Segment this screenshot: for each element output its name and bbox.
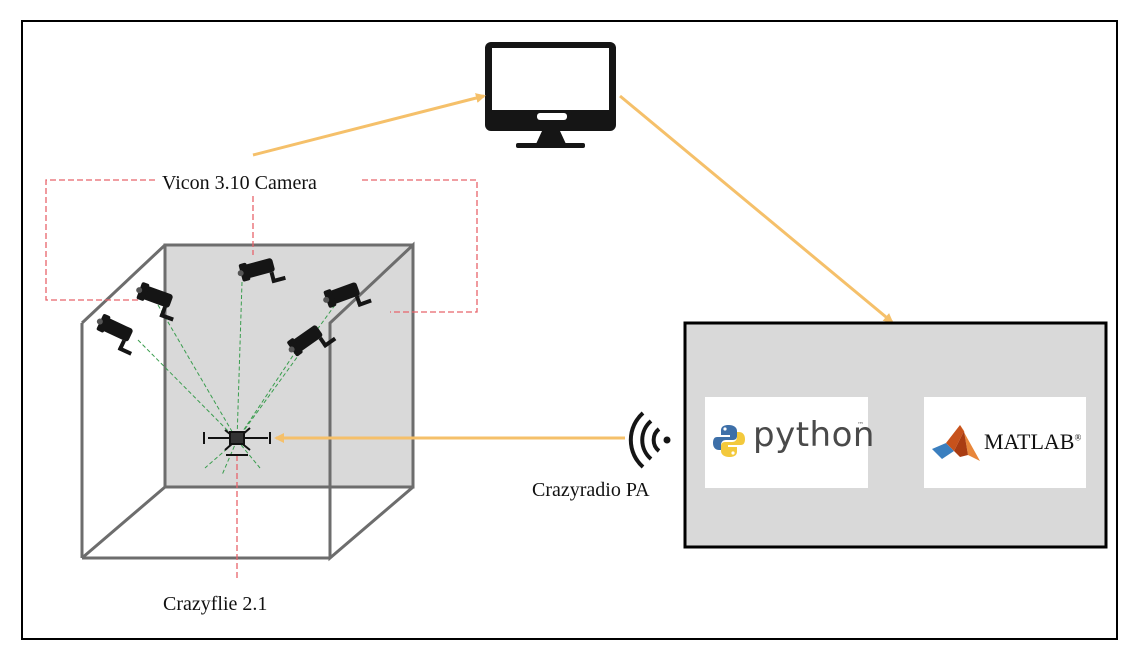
matlab-label: MATLAB® [984,429,1082,454]
matlab-block: MATLAB® [924,397,1086,488]
wireless-signal-icon [628,411,671,469]
computer-to-workstation-arrow [619,94,894,324]
python-trademark: ™ [857,421,864,429]
drone-label: Crazyflie 2.1 [163,593,268,615]
python-logo-icon [713,425,745,457]
camera-to-computer-arrow [252,93,486,157]
python-label: python [753,415,875,455]
python-block: python ™ [705,397,874,488]
camera-label: Vicon 3.10 Camera [158,172,321,195]
tracking-rays [137,281,336,476]
radio-label: Crazyradio PA [532,479,650,501]
camera-links [45,179,478,580]
quadcopter-icon [203,427,271,456]
capture-room [80,241,415,562]
monitor-icon [485,42,616,148]
matlab-logo-icon [932,425,980,461]
